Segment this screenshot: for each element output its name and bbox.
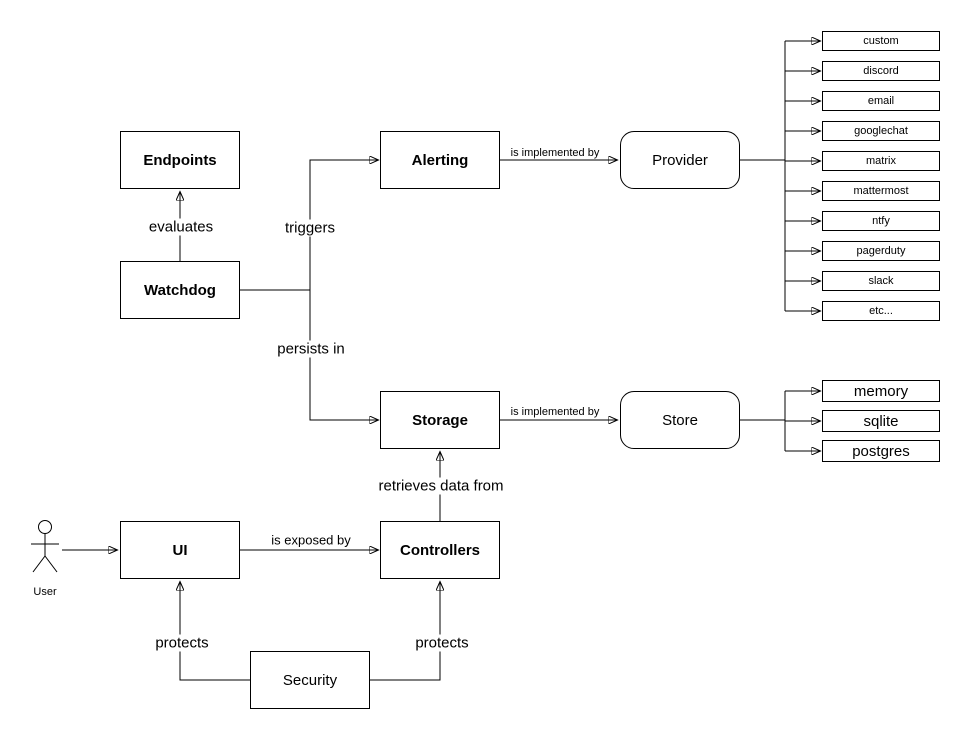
provider-impl-mattermost: mattermost — [822, 181, 940, 201]
edge-label-retrieves-data-from: retrieves data from — [375, 477, 507, 495]
edge-store-fan-trunk — [740, 391, 786, 451]
user-actor-icon — [31, 520, 59, 573]
node-endpoints: Endpoints — [120, 131, 240, 189]
provider-impl-matrix: matrix — [822, 151, 940, 171]
edge-security-controllers — [370, 582, 440, 681]
node-storage: Storage — [380, 391, 500, 449]
edge-watchdog-storage — [309, 290, 378, 420]
edge-label-triggers: triggers — [281, 219, 339, 237]
node-watchdog: Watchdog — [120, 261, 240, 319]
node-security: Security — [250, 651, 370, 709]
edge-provider-fan-trunk — [740, 41, 786, 311]
edge-label-protects-controllers: protects — [412, 634, 472, 652]
edge-label-protects-ui: protects — [152, 634, 212, 652]
edge-label-evaluates: evaluates — [145, 218, 217, 236]
provider-impl-pagerduty: pagerduty — [822, 241, 940, 261]
provider-impl-etc: etc... — [822, 301, 940, 321]
edge-label-storage-implemented-by: is implemented by — [507, 406, 603, 418]
edge-label-alerting-implemented-by: is implemented by — [507, 147, 603, 159]
provider-impl-discord: discord — [822, 61, 940, 81]
storage-backend-memory: memory — [822, 380, 940, 402]
edge-security-ui — [180, 582, 250, 681]
provider-impl-custom: custom — [822, 31, 940, 51]
provider-impl-googlechat: googlechat — [822, 121, 940, 141]
provider-impl-email: email — [822, 91, 940, 111]
node-controllers: Controllers — [380, 521, 500, 579]
node-ui: UI — [120, 521, 240, 579]
edge-label-persists-in: persists in — [274, 340, 348, 358]
edge-label-is-exposed-by: is exposed by — [268, 532, 354, 548]
node-alerting: Alerting — [380, 131, 500, 189]
provider-impl-ntfy: ntfy — [822, 211, 940, 231]
node-provider: Provider — [620, 131, 740, 189]
storage-backend-postgres: postgres — [822, 440, 940, 462]
node-store: Store — [620, 391, 740, 449]
storage-backend-sqlite: sqlite — [822, 410, 940, 432]
user-actor-label: User — [33, 586, 57, 598]
provider-impl-slack: slack — [822, 271, 940, 291]
